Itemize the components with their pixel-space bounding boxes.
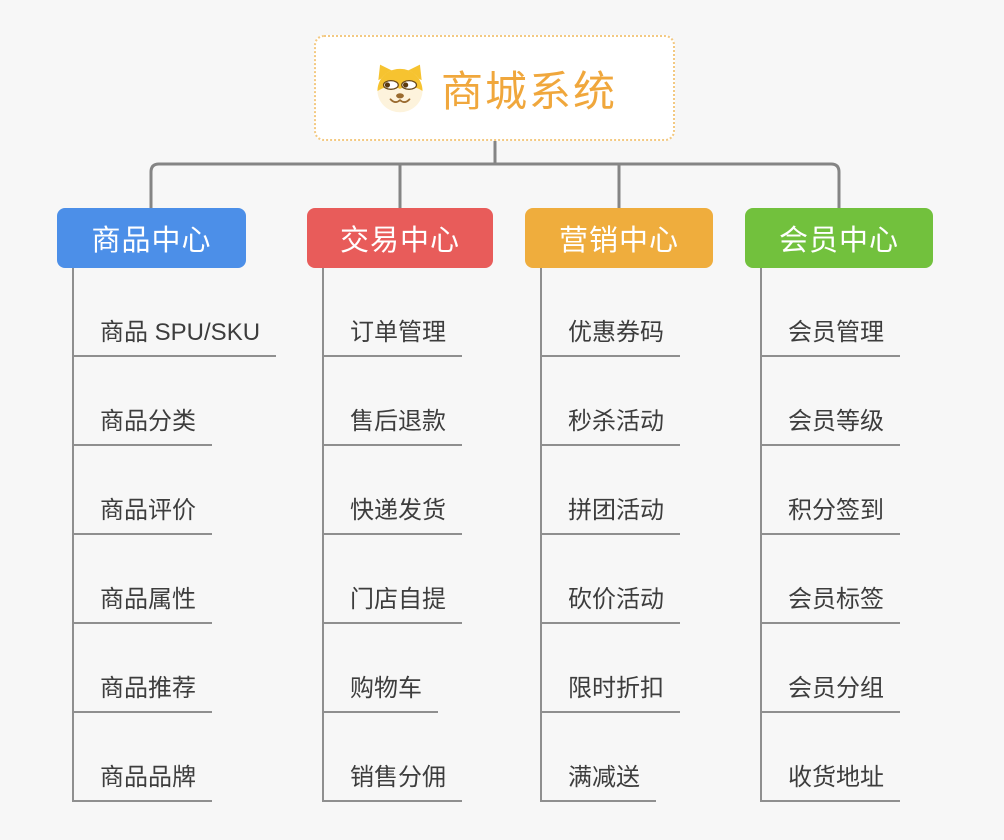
child-node-label: 拼团活动 (542, 490, 680, 535)
child-node-label: 商品属性 (74, 579, 212, 624)
child-node[interactable]: 商品品牌 (74, 713, 276, 802)
branch-node-product-center[interactable]: 商品中心 (57, 208, 246, 268)
branch-label: 商品中心 (91, 225, 212, 257)
child-node-label: 会员标签 (762, 579, 900, 624)
branch-children-product-center: 商品 SPU/SKU 商品分类 商品评价 商品属性 商品推荐 商品品牌 (72, 268, 277, 802)
branch-children-marketing-center: 优惠券码 秒杀活动 拼团活动 砍价活动 限时折扣 满减送 (540, 268, 680, 802)
child-node-label: 商品推荐 (74, 668, 212, 713)
branch-children-member-center: 会员管理 会员等级 积分签到 会员标签 会员分组 收货地址 (760, 268, 900, 802)
child-node-label: 商品品牌 (74, 757, 212, 802)
child-node[interactable]: 商品分类 (74, 357, 276, 446)
child-node[interactable]: 购物车 (324, 624, 462, 713)
child-node-label: 满减送 (542, 757, 656, 802)
branch-label: 营销中心 (558, 225, 679, 257)
child-node[interactable]: 会员管理 (762, 268, 900, 357)
doge-icon (372, 62, 428, 114)
child-node[interactable]: 会员等级 (762, 357, 900, 446)
child-node[interactable]: 商品评价 (74, 446, 276, 535)
child-node-label: 积分签到 (762, 490, 900, 535)
child-node[interactable]: 售后退款 (324, 357, 462, 446)
child-node-label: 快递发货 (324, 490, 462, 535)
child-node[interactable]: 门店自提 (324, 535, 462, 624)
child-node-label: 销售分佣 (324, 757, 462, 802)
child-node-label: 砍价活动 (542, 579, 680, 624)
branch-children-trade-center: 订单管理 售后退款 快递发货 门店自提 购物车 销售分佣 (322, 268, 462, 802)
branch-node-trade-center[interactable]: 交易中心 (307, 208, 493, 268)
child-node[interactable]: 积分签到 (762, 446, 900, 535)
child-node[interactable]: 优惠券码 (542, 268, 680, 357)
child-node-label: 秒杀活动 (542, 401, 680, 446)
child-node[interactable]: 砍价活动 (542, 535, 680, 624)
branch-label: 会员中心 (778, 225, 899, 257)
child-node[interactable]: 拼团活动 (542, 446, 680, 535)
branch-node-member-center[interactable]: 会员中心 (745, 208, 933, 268)
child-node-label: 会员等级 (762, 401, 900, 446)
child-node[interactable]: 限时折扣 (542, 624, 680, 713)
child-node[interactable]: 销售分佣 (324, 713, 462, 802)
child-node-label: 购物车 (324, 668, 438, 713)
child-node-label: 收货地址 (762, 757, 900, 802)
child-node-label: 限时折扣 (542, 668, 680, 713)
child-node[interactable]: 商品 SPU/SKU (74, 268, 277, 357)
child-node[interactable]: 会员标签 (762, 535, 900, 624)
child-node-label: 商品分类 (74, 401, 212, 446)
child-node-label: 会员分组 (762, 668, 900, 713)
child-node[interactable]: 订单管理 (324, 268, 462, 357)
child-node-label: 商品 SPU/SKU (74, 312, 277, 357)
child-node-label: 订单管理 (324, 312, 462, 357)
child-node[interactable]: 收货地址 (762, 713, 900, 802)
root-node-mall-system[interactable]: 商城系统 (314, 35, 675, 141)
child-node[interactable]: 商品推荐 (74, 624, 276, 713)
child-node[interactable]: 秒杀活动 (542, 357, 680, 446)
child-node-label: 门店自提 (324, 579, 462, 624)
branch-node-marketing-center[interactable]: 营销中心 (525, 208, 713, 268)
child-node[interactable]: 会员分组 (762, 624, 900, 713)
root-node-label: 商城系统 (440, 67, 617, 115)
child-node[interactable]: 快递发货 (324, 446, 462, 535)
child-node-label: 商品评价 (74, 490, 212, 535)
child-node-label: 会员管理 (762, 312, 900, 357)
child-node[interactable]: 满减送 (542, 713, 680, 802)
child-node[interactable]: 商品属性 (74, 535, 276, 624)
child-node-label: 优惠券码 (542, 312, 680, 357)
child-node-label: 售后退款 (324, 401, 462, 446)
branch-label: 交易中心 (339, 225, 460, 257)
